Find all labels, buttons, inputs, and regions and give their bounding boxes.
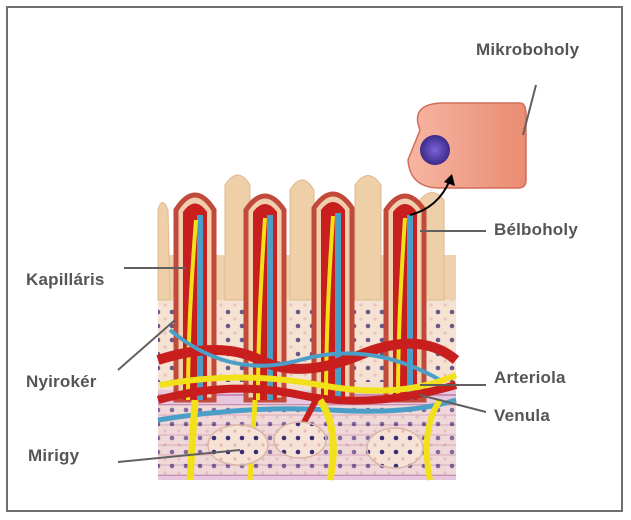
label-venula: Venula — [494, 406, 550, 426]
label-kapillaris: Kapilláris — [26, 270, 105, 290]
label-mikroboholy: Mikroboholy — [476, 40, 579, 60]
label-belboholy: Bélboholy — [494, 220, 578, 240]
label-arteriola: Arteriola — [494, 368, 566, 388]
label-mirigy: Mirigy — [28, 446, 79, 466]
label-nyiroker: Nyirokér — [26, 372, 97, 392]
